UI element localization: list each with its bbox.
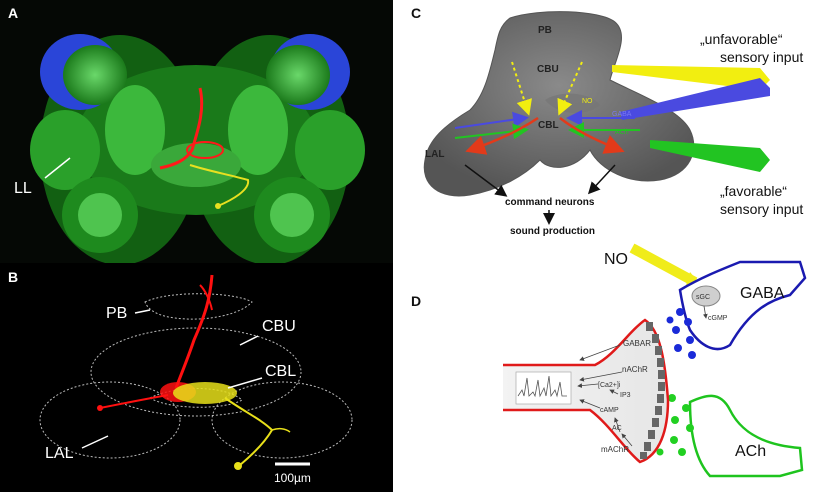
no-arrow: [629, 243, 698, 287]
sgc-label: sGC: [696, 294, 710, 301]
c-label-pb: PB: [538, 25, 552, 36]
neuropil-outlines: [39, 293, 353, 459]
ll-leader-line: [44, 157, 71, 179]
scale-bar-label: 100µm: [274, 471, 311, 485]
c-label-cbl: CBL: [538, 120, 559, 131]
gaba-neuron: [678, 260, 807, 351]
pb-leader-line: [134, 309, 151, 314]
output-arrow-left: [465, 116, 539, 155]
machr-label: mAChR: [601, 445, 629, 454]
no-label: NO: [604, 251, 628, 268]
ach-label: ACh: [735, 443, 766, 460]
potential-trace-box: [515, 371, 572, 405]
cbu-leader-line: [239, 335, 259, 346]
cbl-leader-line: [227, 377, 263, 389]
c-label-cbu: CBU: [537, 64, 559, 75]
camp-label: cAMP: [600, 407, 619, 414]
gaba-vesicles: [666, 308, 696, 359]
gaba-label: GABA: [740, 285, 785, 302]
c-label-lal: LAL: [425, 149, 444, 160]
signaling-arrows: [577, 344, 633, 447]
label-pb: PB: [106, 305, 127, 322]
favorable-subtitle: sensory input: [720, 201, 803, 217]
receptor-array: [640, 322, 665, 459]
c-label-gaba: GABA: [612, 111, 632, 118]
favorable-title: „favorable“: [720, 183, 787, 199]
unfavorable-subtitle: sensory input: [720, 49, 803, 65]
ach-neuron: [688, 394, 804, 478]
panel-d: D NO GABA sGC cGMP ACh: [411, 243, 807, 478]
gaba-arrow-left: [454, 111, 529, 129]
no-dotted-left: [511, 61, 532, 116]
ca-label: [Ca2+]i: [598, 382, 621, 389]
unfavorable-input-blue: [620, 78, 770, 120]
favorable-input-green: [650, 140, 770, 172]
red-neuron-dendrite: [503, 318, 670, 464]
panel-a: A LL: [0, 0, 393, 265]
sound-production-label: sound production: [510, 226, 595, 237]
output-arrow-right: [559, 117, 625, 154]
unfavorable-title: „unfavorable“: [700, 31, 783, 47]
label-cbu: CBU: [262, 318, 296, 335]
sgc-enzyme: [691, 285, 721, 307]
c-label-ach: ACh: [615, 129, 629, 136]
command-arrow-right: [587, 164, 616, 195]
label-cbl: CBL: [265, 363, 296, 380]
ip3-label: IP3: [620, 392, 631, 399]
unfavorable-input-yellow: [612, 65, 770, 90]
neuron-yellow-b: [173, 382, 237, 404]
nachr-label: nAChR: [622, 365, 648, 374]
panel-a-letter: A: [8, 5, 18, 21]
c-label-no: NO: [582, 98, 593, 105]
command-arrow-left: [464, 164, 508, 197]
panel-b-letter: B: [8, 269, 18, 285]
neuron-yellow-a: [189, 164, 250, 207]
gabar-label: GABAR: [623, 339, 651, 348]
ac-label: AC: [612, 425, 622, 432]
command-neurons-label: command neurons: [505, 197, 595, 208]
label-ll: LL: [14, 180, 32, 197]
label-lal: LAL: [45, 445, 74, 462]
neuron-red-a: [159, 87, 204, 170]
panel-b: B PB CBU CBL LAL 100µm: [0, 263, 393, 492]
cgmp-label: cGMP: [708, 315, 728, 322]
neuron-red-b: [174, 274, 214, 389]
brain-neuropil: [30, 34, 365, 265]
lal-leader-line: [81, 435, 109, 449]
potential-trace: [517, 375, 567, 398]
panel-d-letter: D: [411, 293, 421, 309]
panel-c: C PB CBU CBL LAL NO GABA ACh „unfavorabl…: [411, 5, 803, 237]
panel-c-letter: C: [411, 5, 421, 21]
ach-vesicles: [656, 394, 694, 456]
panel-b-background: [0, 263, 393, 492]
